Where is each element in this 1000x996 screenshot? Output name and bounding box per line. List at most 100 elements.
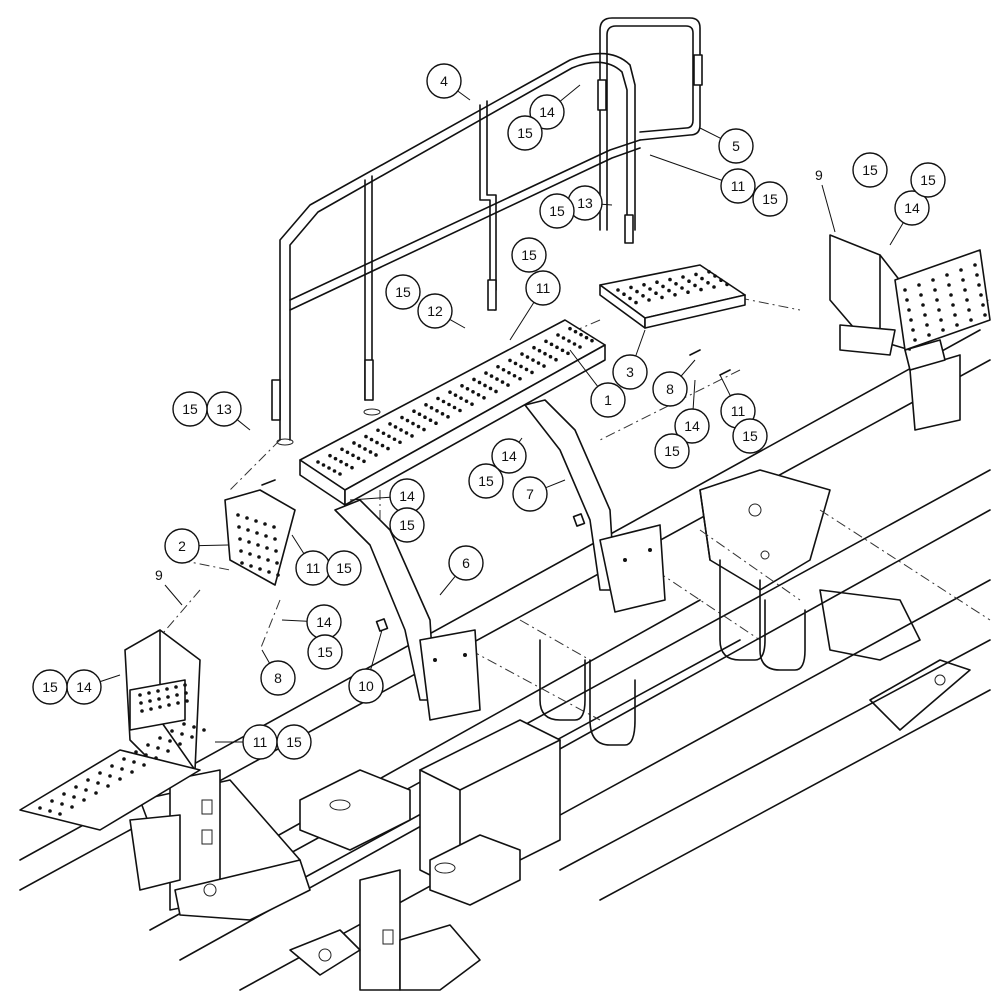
callout-number: 15 [395, 284, 411, 300]
perforation-hole [448, 390, 452, 394]
perforation-hole [917, 283, 921, 287]
perforation-hole [484, 371, 488, 375]
perforation-hole [272, 525, 276, 529]
callout-circle [468, 463, 504, 499]
perforation-hole [183, 683, 187, 687]
perforation-hole [907, 308, 911, 312]
callout-c14c: 14 [491, 437, 527, 474]
perforation-hole [239, 549, 243, 553]
callout-leader [635, 329, 646, 357]
perforation-hole [381, 431, 386, 436]
callout-circle [654, 433, 690, 469]
callout-circle [348, 668, 384, 704]
callout-number: 11 [253, 734, 268, 750]
perforation-hole [542, 364, 546, 368]
callout-leader [509, 302, 535, 341]
perforation-hole [925, 323, 929, 327]
callout-c14g: 14 [674, 379, 710, 444]
callout-c15i: 15 [468, 463, 504, 499]
perforation-hole [706, 281, 710, 285]
callout-circle [590, 382, 626, 418]
callout-leader [601, 203, 613, 206]
perforation-hole [147, 691, 151, 695]
perforation-hole [327, 466, 331, 470]
perforation-hole [560, 348, 565, 353]
perforation-hole [374, 453, 378, 457]
perforation-hole [120, 767, 124, 771]
perforation-hole [48, 809, 52, 813]
perforation-hole [459, 396, 463, 400]
perforation-hole [178, 742, 182, 746]
perforation-hole [532, 345, 536, 350]
perforation-hole [903, 288, 907, 292]
perforation-hole [50, 799, 54, 803]
callout-leader [370, 629, 383, 670]
callout-number: 15 [517, 125, 533, 141]
perforation-hole [513, 361, 518, 366]
callout-number: 15 [521, 247, 537, 263]
callout-number: 8 [274, 670, 282, 686]
callout-circle [732, 418, 768, 454]
callout-circle [32, 669, 68, 705]
perforation-hole [404, 431, 409, 435]
perforation-hole [434, 421, 438, 426]
perforation-hole [96, 781, 100, 785]
perforation-hole [380, 443, 385, 448]
callout-number: 14 [316, 614, 332, 630]
perforation-hole [512, 373, 517, 378]
perforation-hole [174, 685, 178, 689]
perforation-hole [673, 293, 677, 297]
callout-leader [261, 649, 270, 664]
perforation-hole [393, 425, 398, 429]
callout-number: 14 [76, 679, 92, 695]
perforation-hole [276, 573, 280, 577]
callout-circle [894, 190, 930, 226]
perforation-hole [919, 293, 923, 297]
callout-c15g: 15 [172, 391, 208, 427]
perforation-hole [660, 295, 664, 300]
foot-plate-right [894, 249, 991, 351]
perforation-hole [266, 558, 270, 562]
perforation-hole [62, 792, 66, 796]
rail-end-loop [597, 17, 703, 244]
part-callouts: 1234567881011111111111213131414141414141… [32, 63, 946, 760]
perforation-hole [333, 456, 338, 461]
perforation-hole [655, 280, 659, 285]
callout-c2: 2 [164, 528, 229, 564]
perforation-hole [58, 812, 62, 816]
perforation-hole [544, 339, 548, 344]
perforation-hole [132, 760, 136, 764]
perforation-hole [328, 453, 332, 458]
perforation-hole [961, 278, 965, 282]
callout-c15c: 15 [910, 162, 946, 198]
perforation-hole [167, 703, 171, 707]
callout-number: 11 [731, 178, 746, 194]
callout-c15l: 15 [32, 669, 68, 705]
perforation-hole [240, 561, 244, 565]
perforation-hole [264, 534, 268, 538]
perforation-hole [913, 338, 917, 342]
callout-c15f: 15 [385, 274, 421, 310]
perforation-hole [501, 367, 506, 372]
callout-circle [652, 371, 688, 407]
callout-leader [236, 419, 251, 431]
callout-c7: 7 [512, 476, 566, 512]
perforation-hole [483, 383, 487, 388]
perforation-hole [435, 409, 439, 413]
perforation-hole [963, 288, 967, 292]
callout-number: 3 [626, 364, 634, 380]
perforation-hole [422, 427, 426, 432]
perforation-hole [537, 348, 542, 353]
callout-circle [529, 94, 565, 130]
callout-number: 15 [317, 644, 333, 660]
callout-leader [699, 127, 722, 139]
perforation-hole [578, 345, 582, 349]
perforation-hole [955, 323, 959, 327]
perforation-hole [86, 778, 90, 782]
callout-circle [164, 528, 200, 564]
u-bolts [539, 559, 806, 746]
perforation-hole [959, 268, 963, 272]
perforation-hole [321, 463, 326, 467]
perforation-hole [477, 380, 482, 385]
perforation-hole [256, 543, 260, 547]
